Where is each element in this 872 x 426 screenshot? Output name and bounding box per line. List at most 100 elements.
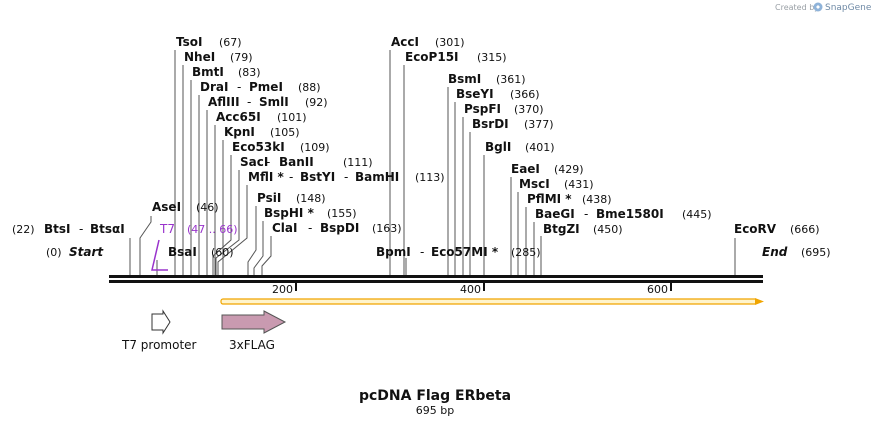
svg-text:(315): (315): [477, 51, 507, 64]
enzyme-mfli-bstyi-bamhi[interactable]: MflI * - BstYI - BamHI (113): [248, 170, 445, 184]
map-length: 695 bp: [416, 404, 454, 417]
svg-text:(361): (361): [496, 73, 526, 86]
svg-text:-: -: [308, 221, 312, 235]
svg-text:BsrDI: BsrDI: [472, 117, 509, 131]
ruler: 200 400 600: [272, 283, 672, 296]
svg-text:(105): (105): [270, 126, 300, 139]
svg-text:-: -: [344, 170, 348, 184]
svg-text:-: -: [584, 207, 588, 221]
svg-text:(109): (109): [300, 141, 330, 154]
svg-text:-: -: [289, 170, 293, 184]
svg-text:(370): (370): [514, 103, 544, 116]
svg-text:BmtI: BmtI: [192, 65, 224, 79]
enzyme-bsmi[interactable]: BsmI (361): [448, 72, 526, 86]
svg-text:(163): (163): [372, 222, 402, 235]
svg-text:-: -: [266, 155, 270, 169]
enzyme-bpmi-eco57mi[interactable]: BpmI - Eco57MI * (285): [376, 245, 541, 259]
feature-3xflag[interactable]: 3xFLAG: [221, 310, 287, 352]
svg-text:MflI *: MflI *: [248, 170, 284, 184]
svg-text:(22): (22): [12, 223, 35, 236]
enzyme-pspfi[interactable]: PspFI (370): [464, 102, 544, 116]
svg-text:-: -: [247, 95, 251, 109]
site-lines: [129, 50, 736, 276]
svg-text:(377): (377): [524, 118, 554, 131]
enzyme-psii[interactable]: PsiI (148): [257, 191, 326, 205]
svg-text:(92): (92): [305, 96, 328, 109]
svg-text:(60): (60): [211, 246, 234, 259]
enzyme-bmti[interactable]: BmtI (83): [192, 65, 261, 79]
enzyme-clai-bspdi[interactable]: ClaI - BspDI (163): [272, 221, 402, 235]
enzyme-baegi-bme1580i[interactable]: BaeGI - Bme1580I (445): [535, 207, 712, 221]
svg-text:AflIII: AflIII: [208, 95, 240, 109]
svg-text:BtsI: BtsI: [44, 222, 71, 236]
svg-text:(438): (438): [582, 193, 612, 206]
map-title: pcDNA Flag ERbeta: [359, 388, 511, 404]
svg-text:(47 .. 66): (47 .. 66): [187, 223, 238, 236]
enzyme-bsai[interactable]: BsaI (60): [168, 245, 234, 259]
feature-t7-promoter[interactable]: T7 promoter: [121, 309, 197, 352]
enzyme-bseyi[interactable]: BseYI (366): [456, 87, 540, 101]
svg-text:(431): (431): [564, 178, 594, 191]
svg-text:(155): (155): [327, 207, 357, 220]
svg-text:(429): (429): [554, 163, 584, 176]
svg-text:BpmI: BpmI: [376, 245, 411, 259]
enzyme-kpni[interactable]: KpnI (105): [224, 125, 300, 139]
enzyme-nhei[interactable]: NheI (79): [184, 50, 253, 64]
svg-text:BaeGI: BaeGI: [535, 207, 575, 221]
enzyme-eco53ki[interactable]: Eco53kI (109): [232, 140, 330, 154]
enzyme-tsoi[interactable]: TsoI (67): [176, 35, 242, 49]
svg-text:NheI: NheI: [184, 50, 215, 64]
svg-text:PsiI: PsiI: [257, 191, 281, 205]
enzyme-btgzi[interactable]: BtgZI (450): [543, 222, 623, 236]
svg-text:EaeI: EaeI: [511, 162, 540, 176]
enzyme-msci[interactable]: MscI (431): [519, 177, 594, 191]
svg-text:(46): (46): [196, 201, 219, 214]
enzyme-afliii-smli[interactable]: AflIII - SmlI (92): [208, 95, 328, 109]
svg-text:(79): (79): [230, 51, 253, 64]
svg-text:BspHI *: BspHI *: [264, 206, 315, 220]
svg-text:PmeI: PmeI: [249, 80, 283, 94]
svg-text:T7 promoter: T7 promoter: [121, 338, 197, 352]
svg-text:BtgZI: BtgZI: [543, 222, 580, 236]
enzyme-bsrdi[interactable]: BsrDI (377): [472, 117, 554, 131]
svg-text:BsaI: BsaI: [168, 245, 197, 259]
svg-text:(111): (111): [343, 156, 373, 169]
svg-text:(401): (401): [525, 141, 555, 154]
svg-text:3xFLAG: 3xFLAG: [229, 338, 275, 352]
svg-text:PflMI *: PflMI *: [527, 192, 572, 206]
enzyme-bsphi[interactable]: BspHI * (155): [264, 206, 357, 220]
enzyme-saci-banii[interactable]: SacI - BanII (111): [240, 155, 373, 169]
svg-text:AseI: AseI: [152, 200, 181, 214]
enzyme-btsi-btsai[interactable]: (22) BtsI - BtsαI: [12, 222, 125, 236]
enzyme-asei[interactable]: AseI (46): [152, 200, 219, 214]
enzyme-eaei[interactable]: EaeI (429): [511, 162, 584, 176]
start-position: (0): [46, 246, 62, 259]
svg-text:BamHI: BamHI: [355, 170, 399, 184]
svg-text:(445): (445): [682, 208, 712, 221]
svg-text:BanII: BanII: [279, 155, 314, 169]
enzyme-ecorv[interactable]: EcoRV (666): [734, 222, 820, 236]
enzyme-pflmi[interactable]: PflMI * (438): [527, 192, 612, 206]
svg-text:SacI: SacI: [240, 155, 268, 169]
svg-text:(113): (113): [415, 171, 445, 184]
svg-text:BspDI: BspDI: [320, 221, 359, 235]
primer-t7[interactable]: T7 (47 .. 66): [151, 222, 238, 271]
svg-text:PspFI: PspFI: [464, 102, 501, 116]
enzyme-acc65i[interactable]: Acc65I (101): [216, 110, 307, 124]
enzyme-acci[interactable]: AccI (301): [391, 35, 465, 49]
svg-text:Bme1580I: Bme1580I: [596, 207, 664, 221]
svg-text:Eco53kI: Eco53kI: [232, 140, 285, 154]
enzyme-bgli[interactable]: BglI (401): [485, 140, 555, 154]
orf-arrow[interactable]: [220, 298, 764, 305]
end-label: End: [762, 245, 788, 259]
enzyme-ecop15i[interactable]: EcoP15I (315): [405, 50, 507, 64]
svg-text:EcoRV: EcoRV: [734, 222, 777, 236]
svg-text:BglI: BglI: [485, 140, 511, 154]
cds-arrow-icon: [221, 310, 287, 334]
enzyme-drai-pmei[interactable]: DraI - PmeI (88): [200, 80, 321, 94]
svg-text:(285): (285): [511, 246, 541, 259]
brand-text: SnapGene: [825, 3, 872, 13]
svg-text:BseYI: BseYI: [456, 87, 494, 101]
promoter-arrow-icon: [151, 309, 171, 335]
